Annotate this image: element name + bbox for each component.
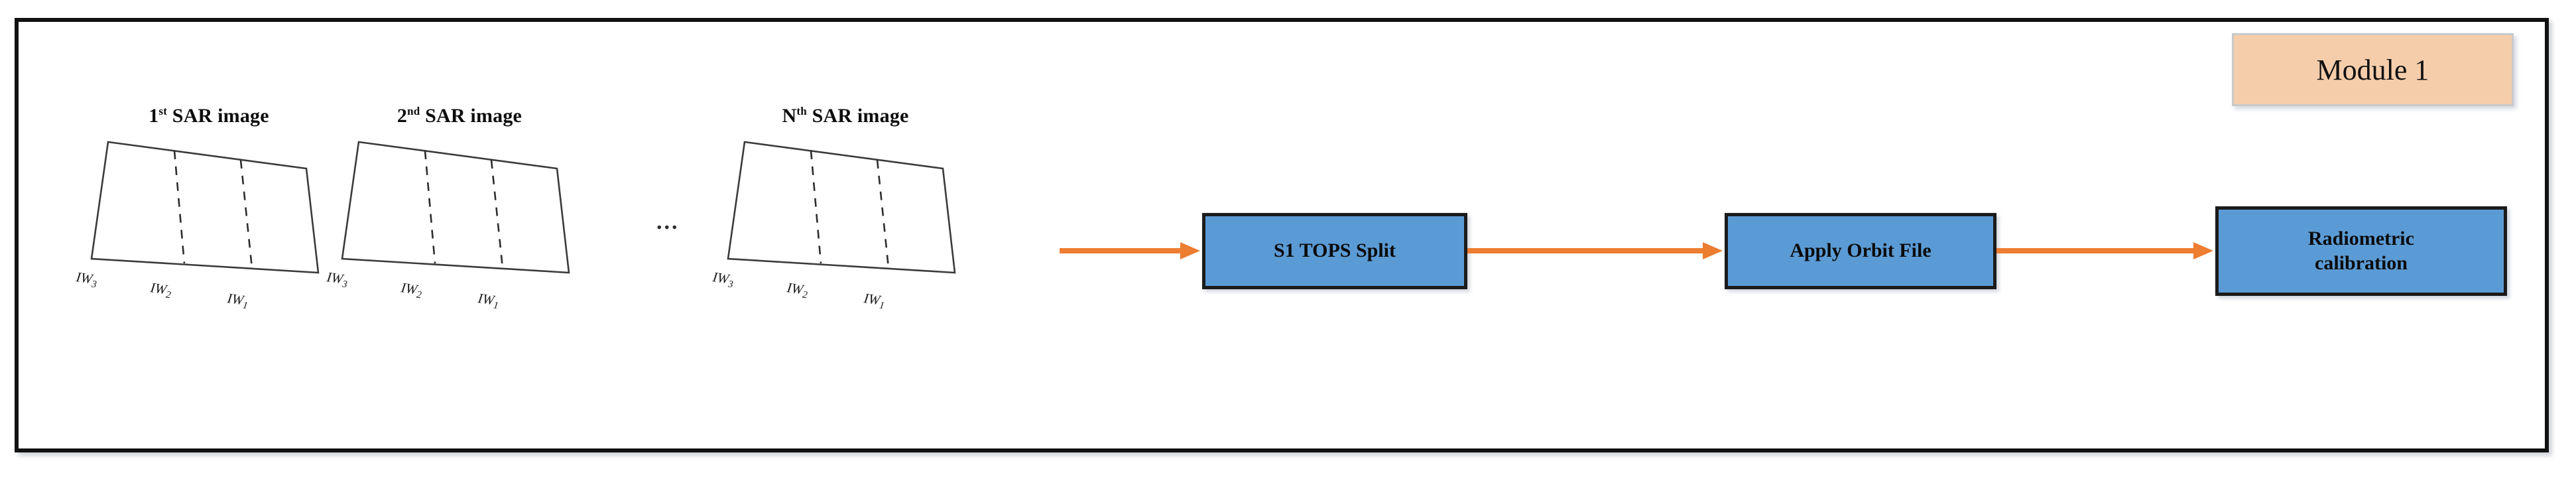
sar-image-1-divider-2 [239, 159, 253, 269]
sar-image-n-ordinal: N [782, 105, 797, 127]
sar-image-2-divider-1 [424, 150, 436, 264]
sar-image-1-swaths: IW3 IW2 IW1 [66, 137, 351, 322]
process-box-apply-orbit-file-label: Apply Orbit File [1790, 239, 1932, 262]
sar-image-n-ordinal-suffix: th [796, 105, 807, 117]
sar-image-1-outline [90, 141, 320, 274]
sar-image-2-swath-label-iw2: IW2 [399, 279, 424, 301]
sar-image-group-1: 1st SAR image IW3 IW2 IW1 [66, 105, 351, 324]
sar-image-1-swath-label-iw2: IW2 [149, 279, 173, 301]
process-box-s1-tops-split-label: S1 TOPS Split [1274, 239, 1396, 262]
sar-image-n-swath-label-iw1: IW1 [862, 290, 887, 311]
sar-image-2-swath-label-iw1: IW1 [476, 290, 501, 311]
sar-image-n-swaths: IW3 IW2 IW1 [703, 137, 988, 322]
sar-image-1-title-rest: SAR image [167, 105, 269, 127]
sar-image-1-swath-label-iw1: IW1 [225, 290, 250, 311]
sar-image-2-swaths: IW3 IW2 IW1 [317, 137, 602, 322]
sar-image-group-2: 2nd SAR image IW3 IW2 IW1 [317, 105, 602, 324]
sar-image-2-swath-label-iw3: IW3 [325, 269, 349, 290]
module-badge-label: Module 1 [2316, 53, 2429, 86]
sar-image-n-swath-label-iw3: IW3 [711, 269, 735, 290]
sar-image-n-divider-2 [876, 159, 890, 269]
sar-image-n-title: Nth SAR image [703, 105, 988, 127]
sar-image-n-title-rest: SAR image [806, 105, 909, 127]
sar-image-group-n: Nth SAR image IW3 IW2 IW1 [703, 105, 988, 324]
process-box-radiometric-calibration-label-line-1: Radiometric [2308, 227, 2414, 249]
sar-image-n-swath-label-iw2: IW2 [785, 279, 810, 301]
arrow-sar-to-s1-tops-split-svg [1060, 242, 1200, 259]
sar-image-2-outline [341, 141, 570, 274]
sar-image-1-ordinal: 1 [149, 105, 159, 127]
sar-image-n-svg: IW3 IW2 IW1 [711, 141, 956, 311]
sar-image-2-ordinal: 2 [397, 105, 408, 127]
arrow-s1-tops-split-to-apply-orbit-file-svg [1467, 242, 1723, 259]
arrow-apply-orbit-file-to-radiometric-calibration-svg [1996, 242, 2213, 259]
process-box-s1-tops-split[interactable]: S1 TOPS Split [1202, 213, 1467, 289]
arrow-sar-to-s1-tops-split [1060, 241, 1202, 261]
sar-image-2-divider-2 [490, 159, 504, 269]
diagram-frame: 1st SAR image IW3 IW2 IW1 2nd SAR image [15, 18, 2549, 452]
sar-image-n-outline [727, 141, 956, 274]
sar-image-2-title-rest: SAR image [420, 105, 522, 127]
sar-image-n-divider-1 [810, 150, 822, 264]
arrow-apply-orbit-file-to-radiometric-calibration [1996, 241, 2215, 261]
sar-image-2-ordinal-suffix: nd [407, 105, 420, 117]
sar-image-1-ordinal-suffix: st [158, 105, 168, 117]
sar-image-1-title: 1st SAR image [66, 105, 351, 127]
module-badge: Module 1 [2232, 33, 2514, 106]
arrow-s1-tops-split-to-apply-orbit-file [1467, 241, 1725, 261]
sar-image-1-swath-label-iw3: IW3 [74, 269, 99, 290]
process-box-radiometric-calibration[interactable]: Radiometric calibration [2215, 206, 2507, 296]
sar-image-1-svg: IW3 IW2 IW1 [74, 141, 320, 311]
sar-image-1-divider-1 [173, 150, 186, 264]
sar-image-2-svg: IW3 IW2 IW1 [325, 141, 570, 311]
sar-image-2-title: 2nd SAR image [317, 105, 602, 127]
process-box-radiometric-calibration-label-line-2: calibration [2315, 251, 2408, 274]
sar-sequence-ellipsis: ... [656, 210, 680, 234]
process-box-apply-orbit-file[interactable]: Apply Orbit File [1725, 213, 1996, 289]
